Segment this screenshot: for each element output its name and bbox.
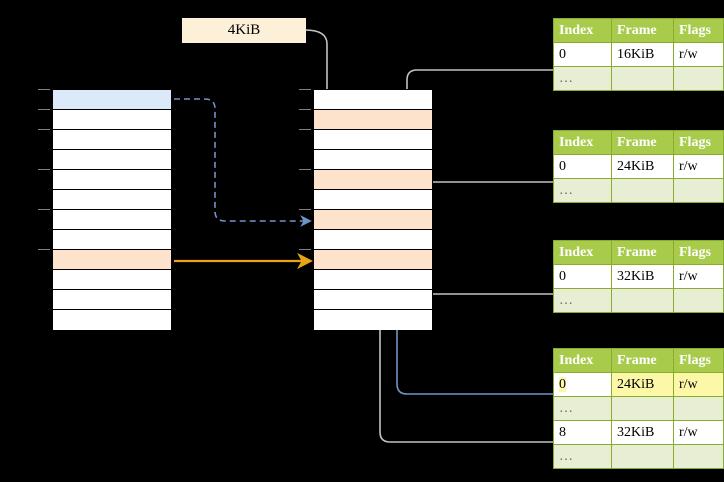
page-table-level-2-cell: 0	[553, 154, 612, 179]
virtual-address-space-row	[53, 230, 171, 250]
wire-pt2-to-middle	[414, 181, 560, 232]
physical-memory-row	[314, 310, 432, 330]
virtual-address-space-row	[53, 290, 171, 310]
page-table-level-3-cell	[611, 288, 674, 313]
page-table-level-3-cell	[673, 288, 724, 313]
page-table-level-2-cell: …	[553, 178, 612, 203]
page-table-level-1-cell: r/w	[673, 42, 724, 67]
page-table-level-3-cell: 0	[553, 264, 612, 289]
page-table-level-4-row: …	[553, 444, 724, 469]
page-table-level-2-cell	[673, 178, 724, 203]
physical-memory-row	[314, 170, 432, 190]
page-size-chip: 4KiB	[182, 18, 306, 43]
virtual-address-space-column	[52, 89, 172, 330]
page-table-level-1-cell: …	[553, 66, 612, 91]
page-table-level-1-cell	[611, 66, 674, 91]
row-tick-mark	[38, 169, 50, 170]
row-tick-mark	[299, 209, 311, 210]
page-table-level-4-cell: …	[553, 444, 612, 469]
virtual-address-space-row	[53, 310, 171, 330]
physical-memory-row	[314, 210, 432, 230]
page-table-level-2-header-index: Index	[553, 130, 612, 155]
page-table-level-4-cell: 8	[553, 420, 612, 445]
page-table-level-3-cell: r/w	[673, 264, 724, 289]
page-table-level-1-cell: 16KiB	[611, 42, 674, 67]
page-table-level-2-header-frame: Frame	[611, 130, 674, 155]
virtual-address-space-row	[53, 270, 171, 290]
physical-memory-row	[314, 110, 432, 130]
physical-memory-row	[314, 290, 432, 310]
page-table-level-2-row: …	[553, 178, 724, 203]
page-table-level-2-cell: r/w	[673, 154, 724, 179]
page-table-level-2-header-flags: Flags	[673, 130, 724, 155]
row-tick-mark	[38, 209, 50, 210]
page-table-level-4-header-index: Index	[553, 348, 612, 373]
virtual-address-space-row	[53, 130, 171, 150]
page-table-level-4-cell	[611, 444, 674, 469]
page-table-level-1-header-frame: Frame	[611, 18, 674, 43]
virtual-address-space-row	[53, 170, 171, 190]
page-table-level-1-header-flags: Flags	[673, 18, 724, 43]
virtual-address-space-row	[53, 90, 171, 110]
virtual-address-space-row	[53, 190, 171, 210]
page-table-level-4-cell	[611, 396, 674, 421]
page-table-level-4-cell: 0	[553, 372, 612, 397]
row-tick-mark	[38, 89, 50, 90]
page-table-level-4-row: …	[553, 396, 724, 421]
page-table-level-3-cell: …	[553, 288, 612, 313]
page-table-level-4-cell: …	[553, 396, 612, 421]
page-table-level-4-cell: 32KiB	[611, 420, 674, 445]
physical-memory-row	[314, 230, 432, 250]
page-table-level-3-cell: 32KiB	[611, 264, 674, 289]
virtual-address-space-row	[53, 110, 171, 130]
page-table-level-4-cell	[673, 396, 724, 421]
page-table-level-3-header-index: Index	[553, 240, 612, 265]
page-table-level-2-cell	[611, 178, 674, 203]
row-tick-mark	[38, 129, 50, 130]
page-table-level-3-header-flags: Flags	[673, 240, 724, 265]
row-tick-mark	[299, 169, 311, 170]
physical-memory-row	[314, 130, 432, 150]
physical-memory-row	[314, 90, 432, 110]
page-table-level-4-cell: r/w	[673, 372, 724, 397]
page-table-level-4-header-flags: Flags	[673, 348, 724, 373]
row-tick-mark	[38, 109, 50, 110]
page-table-level-1-header-index: Index	[553, 18, 612, 43]
page-table-level-2-cell: 24KiB	[611, 154, 674, 179]
physical-memory-column	[313, 89, 433, 330]
physical-memory-row	[314, 270, 432, 290]
page-table-level-4-cell: r/w	[673, 420, 724, 445]
page-table-level-1-row: …	[553, 66, 724, 91]
wire-left-blue-dashed	[174, 98, 312, 227]
row-tick-mark	[299, 109, 311, 110]
virtual-address-space-row	[53, 210, 171, 230]
wire-pt3-to-middle	[416, 266, 560, 295]
page-table-level-4-cell: 24KiB	[611, 372, 674, 397]
page-table-level-4-header-frame: Frame	[611, 348, 674, 373]
row-tick-mark	[299, 129, 311, 130]
page-table-level-1-cell: 0	[553, 42, 612, 67]
row-tick-mark	[299, 89, 311, 90]
physical-memory-row	[314, 190, 432, 210]
page-table-level-1-cell	[673, 66, 724, 91]
page-table-level-3-row: …	[553, 288, 724, 313]
physical-memory-row	[314, 150, 432, 170]
page-table-level-4-cell	[673, 444, 724, 469]
page-table-level-3-header-frame: Frame	[611, 240, 674, 265]
virtual-address-space-row	[53, 150, 171, 170]
virtual-address-space-row	[53, 250, 171, 270]
row-tick-mark	[38, 249, 50, 250]
physical-memory-row	[314, 250, 432, 270]
row-tick-mark	[299, 249, 311, 250]
